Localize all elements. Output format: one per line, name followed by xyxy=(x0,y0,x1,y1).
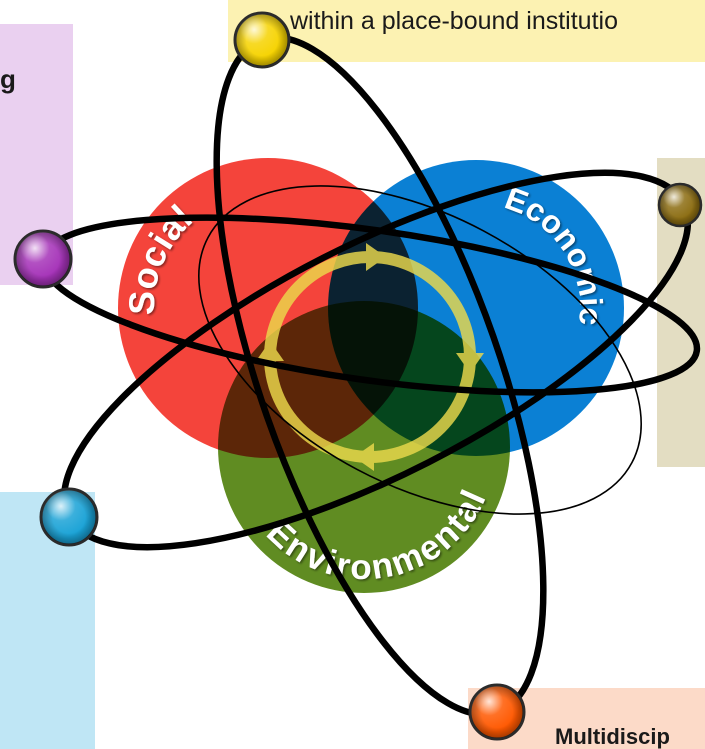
bottom-right-box-text: Multidiscip xyxy=(555,724,670,749)
cycle-arrows-icon xyxy=(256,243,484,471)
node-orange-highlight xyxy=(471,686,523,738)
thin-orbit xyxy=(198,185,642,515)
cycle-arrowhead-right xyxy=(456,353,484,373)
node-orange xyxy=(468,683,526,741)
node-yellow xyxy=(233,11,291,69)
node-cyan-highlight xyxy=(42,490,96,544)
node-purple xyxy=(13,229,73,289)
node-olive xyxy=(657,182,703,228)
top-box-text: within a place-bound institutio xyxy=(289,7,618,35)
node-cyan xyxy=(39,487,99,547)
node-yellow-highlight xyxy=(236,14,288,66)
top-text-box xyxy=(228,0,705,62)
node-olive-highlight xyxy=(660,185,700,225)
cycle-arrowhead-left xyxy=(256,341,284,361)
cycle-arrowhead-top xyxy=(366,243,386,271)
left-top-box-text: g xyxy=(0,64,16,94)
cycle-arrowhead-bottom xyxy=(354,443,374,471)
node-purple-highlight xyxy=(16,232,70,286)
